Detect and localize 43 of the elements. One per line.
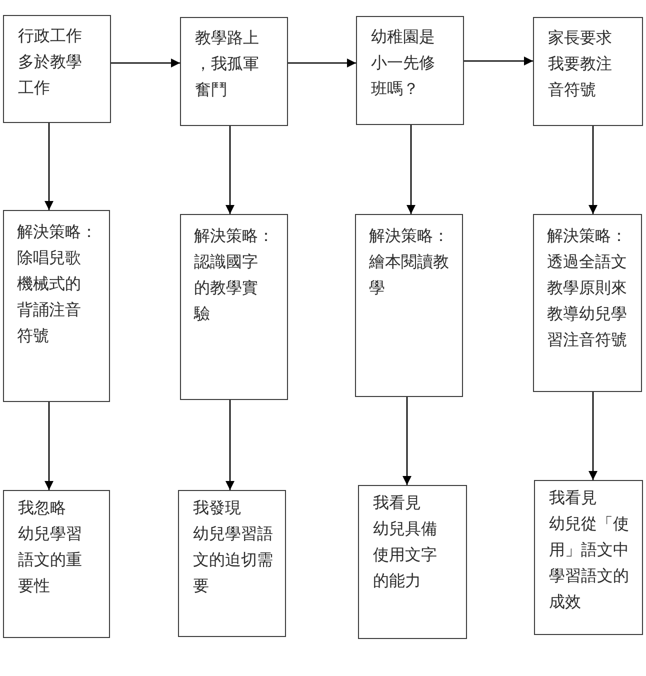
arrow: [111, 58, 180, 68]
problem-text: 教學路上，我孤軍奮鬥: [195, 27, 260, 101]
finding-text: 幼兒具備使用文字的能力: [373, 518, 438, 592]
arrow: [226, 400, 234, 490]
process-box: [355, 214, 463, 397]
finding-text: 幼兒學習語文的迫切需要: [193, 523, 274, 597]
strategy-text: 透過全語文教學原則來教導幼兒學習注音符號: [547, 251, 628, 351]
problem-text: 幼稚園是小一先修班嗎？: [371, 26, 436, 100]
strategy-text: 除唱兒歌機械式的背誦注音符號: [17, 247, 82, 347]
process-box: [356, 16, 464, 125]
arrow: [44, 123, 54, 210]
arrow: [44, 402, 54, 490]
finding-heading: 我發現: [193, 497, 242, 519]
process-box: [178, 490, 286, 637]
process-box: [533, 17, 643, 126]
arrow: [464, 56, 533, 66]
finding-text: 幼兒學習語文的重要性: [18, 523, 83, 597]
process-box: [180, 214, 288, 400]
finding-heading: 我看見: [373, 492, 422, 514]
arrow: [588, 392, 598, 480]
arrow: [588, 126, 598, 214]
process-box: [533, 214, 642, 392]
process-box: [180, 17, 288, 126]
arrow: [406, 125, 416, 214]
process-box: [358, 485, 467, 639]
finding-heading: 我忽略: [18, 497, 67, 519]
finding-heading: 我看見: [549, 487, 598, 509]
process-box: [3, 490, 110, 638]
arrow: [402, 397, 412, 485]
strategy-text: 繪本閱讀教學: [369, 251, 450, 299]
problem-text: 家長要求我要教注音符號: [548, 27, 613, 101]
finding-text: 幼兒從「使用」語文中學習語文的成效: [549, 513, 630, 613]
arrow: [288, 58, 356, 68]
process-box: [3, 15, 111, 123]
problem-text: 行政工作多於教學工作: [18, 25, 83, 99]
strategy-text: 認識國字的教學實驗: [194, 251, 259, 325]
process-box: [3, 210, 110, 402]
strategy-heading: 解決策略：: [547, 225, 628, 247]
strategy-heading: 解決策略：: [369, 225, 450, 247]
strategy-heading: 解決策略：: [194, 225, 275, 247]
process-box: [534, 480, 643, 635]
strategy-heading: 解決策略：: [17, 221, 98, 243]
arrow: [226, 126, 234, 214]
